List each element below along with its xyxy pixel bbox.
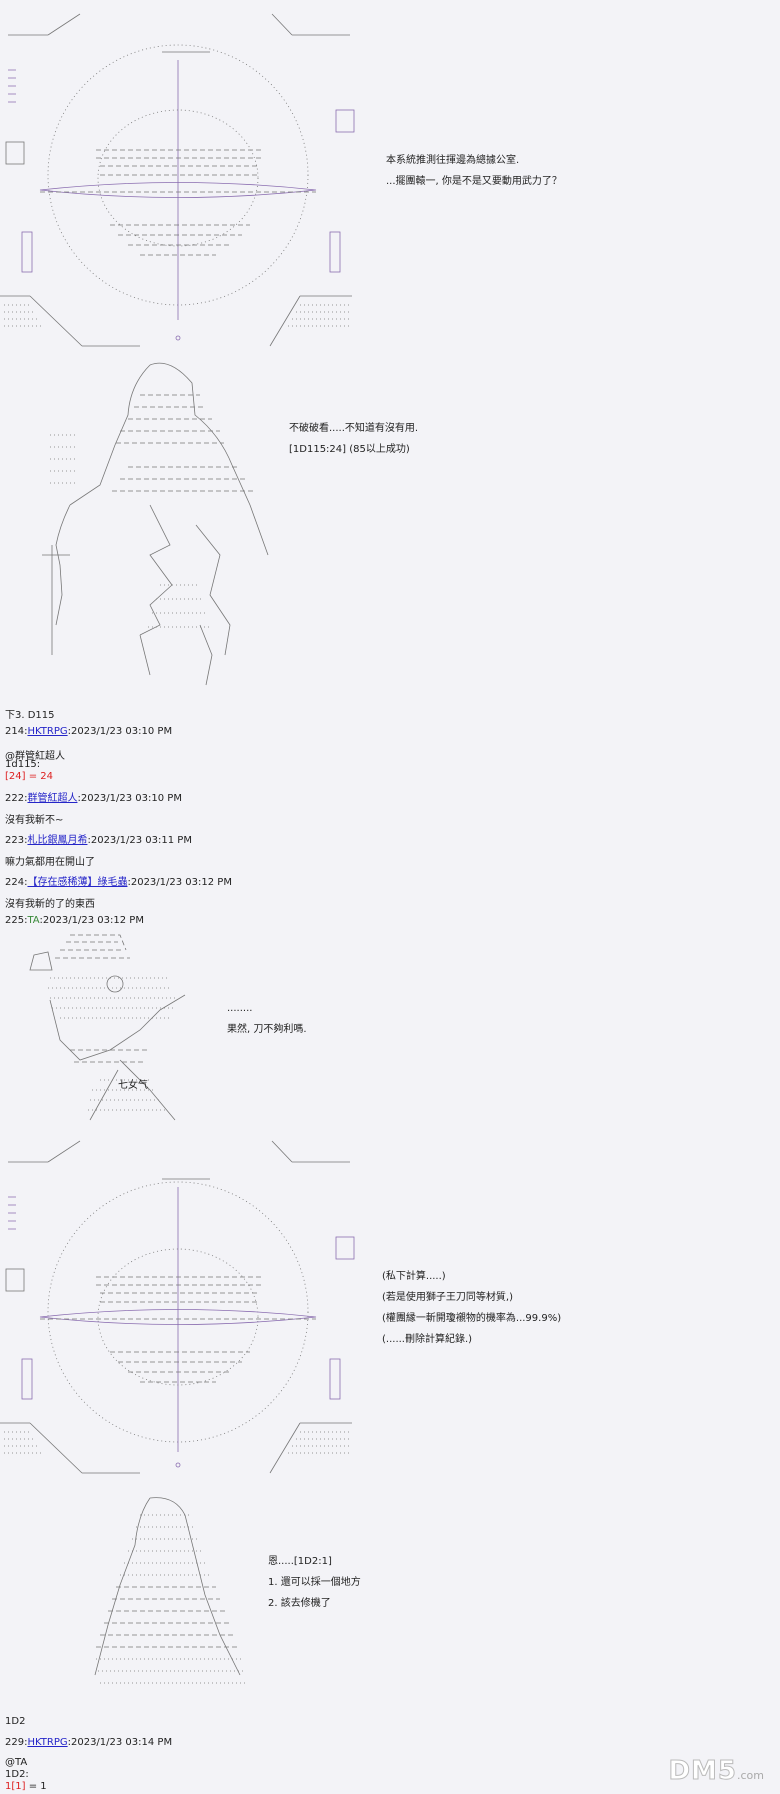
- robot-dialogue-line-2: 果然, 刀不夠利嗎.: [227, 1024, 307, 1035]
- figure-panel-2: 七女气 ........ 果然, 刀不夠利嗎.: [0, 930, 780, 1135]
- post-223-body: 嘛力氣都用在開山了: [5, 857, 95, 868]
- poster-name-ta: TA: [27, 915, 40, 926]
- radar-dialogue-line-1: 本系統推測往揮邊為總據公室.: [386, 155, 520, 166]
- robot-art-label: 七女气: [118, 1080, 148, 1091]
- warrior-art: [42, 362, 269, 686]
- post-229-result: 1[1] = 1: [5, 1781, 47, 1792]
- post-214-header: 214:HKTRPG:2023/1/23 03:10 PM: [5, 726, 172, 737]
- roll-total: = 1: [25, 1781, 47, 1792]
- choice-header: 恩.....[1D2:1]: [268, 1556, 332, 1567]
- figure-dialogue-line-2: [1D115:24] (85以上成功): [289, 444, 410, 455]
- post-223-header: 223:札比銀鳳月希:2023/1/23 03:11 PM: [5, 831, 192, 846]
- poster-link-hktrpg[interactable]: HKTRPG: [27, 726, 68, 737]
- radar-panel-2: (私下計算.....) (若是使用獅子王刀同等材質,) (權團縁一斬開瓊襯物的機…: [0, 1137, 780, 1487]
- post-214-result: [24] = 24: [5, 771, 53, 782]
- post-timestamp: :2023/1/23 03:12 PM: [39, 915, 144, 926]
- post-214-roll: 1d115:: [5, 759, 41, 770]
- roll-value: 1[1]: [5, 1781, 26, 1792]
- post-timestamp: :2023/1/23 03:14 PM: [67, 1737, 173, 1748]
- calc-line-1: (私下計算.....): [382, 1271, 446, 1282]
- calc-line-4: (......刪除計算紀錄.): [382, 1334, 473, 1345]
- robot-dialogue-line-1: ........: [227, 1003, 253, 1014]
- poster-link-222[interactable]: 群管紅超人: [27, 793, 78, 804]
- robot-art: [29, 934, 186, 1121]
- watermark-logo: DM5: [668, 1756, 737, 1787]
- watermark-suffix: .com: [737, 1769, 764, 1782]
- post-222-body: 沒有我斬不~: [5, 815, 64, 826]
- post-timestamp: :2023/1/23 03:11 PM: [87, 835, 192, 846]
- roll-header: 下3. D115: [5, 710, 55, 721]
- dm5-watermark: DM5.com: [668, 1756, 764, 1787]
- calc-line-2: (若是使用獅子王刀同等材質,): [382, 1292, 513, 1303]
- figure-dialogue-line-1: 不破破看.....不知道有沒有用.: [289, 423, 419, 434]
- radar-art-2: [0, 1140, 355, 1474]
- post-229-header: 229:HKTRPG:2023/1/23 03:14 PM: [5, 1737, 172, 1748]
- post-number: 223:: [5, 835, 28, 846]
- post-224-body: 沒有我斬的了的東西: [5, 899, 95, 910]
- radar-art: [0, 13, 355, 347]
- radar-panel-1: 本系統推測往揮邊為總據公室. ...擺團轅一, 你是不是又要動用武力了？: [0, 0, 562, 350]
- poster-link-hktrpg-2[interactable]: HKTRPG: [27, 1737, 68, 1748]
- radar-dialogue-line-2: ...擺團轅一, 你是不是又要動用武力了？: [386, 176, 562, 187]
- post-214-mention: @群管紅超人: [5, 751, 65, 762]
- poster-link-223[interactable]: 札比銀鳳月希: [27, 835, 88, 846]
- post-222-header: 222:群管紅超人:2023/1/23 03:10 PM: [5, 789, 182, 804]
- post-229-roll: 1D2:: [5, 1769, 29, 1780]
- post-number: 222:: [5, 793, 28, 804]
- choice-option-2: 2. 該去修機了: [268, 1598, 331, 1609]
- post-number: 224:: [5, 877, 28, 888]
- seated-figure-art: [94, 1497, 248, 1684]
- post-timestamp: :2023/1/23 03:12 PM: [127, 877, 232, 888]
- figure-panel-1: 不破破看.....不知道有沒有用. [1D115:24] (85以上成功): [0, 355, 780, 695]
- post-number: 214:: [5, 726, 28, 737]
- calc-line-3: (權團縁一斬開瓊襯物的機率為...99.9%): [382, 1313, 562, 1324]
- choice-option-1: 1. 還可以採一個地方: [268, 1577, 361, 1588]
- post-224-header: 224:【存在感稀薄】綠毛蟲:2023/1/23 03:12 PM: [5, 873, 232, 888]
- post-225-header: 225:TA:2023/1/23 03:12 PM: [5, 915, 144, 926]
- post-timestamp: :2023/1/23 03:10 PM: [67, 726, 173, 737]
- post-number: 229:: [5, 1737, 28, 1748]
- roll-header-2: 1D2: [5, 1716, 26, 1727]
- post-timestamp: :2023/1/23 03:10 PM: [77, 793, 182, 804]
- post-229-mention: @TA: [5, 1757, 28, 1768]
- post-number: 225:: [5, 915, 28, 926]
- figure-panel-3: 恩.....[1D2:1] 1. 還可以採一個地方 2. 該去修機了: [0, 1495, 780, 1695]
- poster-link-224[interactable]: 【存在感稀薄】綠毛蟲: [27, 877, 128, 888]
